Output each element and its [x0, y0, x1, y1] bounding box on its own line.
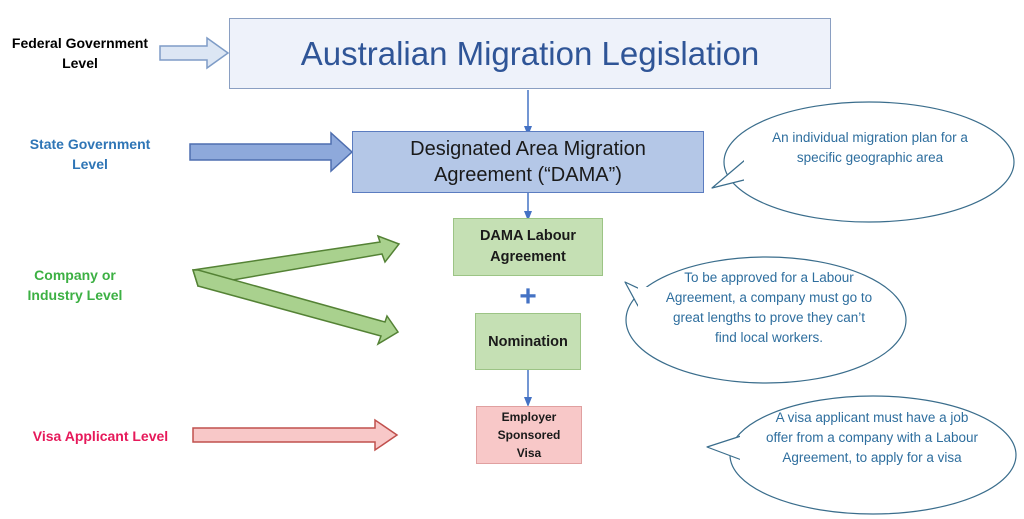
state-level-arrow	[189, 131, 354, 173]
bubble-labour-note	[624, 256, 907, 384]
employer-sponsored-visa-label: Employer Sponsored Visa	[497, 410, 561, 460]
bubble-visa-note	[706, 395, 1017, 515]
bubble-dama-note	[711, 101, 1015, 223]
federal-level-label: Federal Government Level	[11, 35, 149, 71]
nomination-box: Nomination	[475, 313, 581, 370]
legislation-box: Australian Migration Legislation	[229, 18, 831, 89]
company-level-label: Company or Industry Level	[27, 267, 123, 303]
legislation-title: Australian Migration Legislation	[300, 34, 760, 72]
federal-level-arrow	[159, 36, 230, 70]
visa-level-arrow	[192, 418, 399, 452]
nomination-label: Nomination	[488, 333, 568, 350]
labour-agreement-box: DAMA Labour Agreement	[453, 218, 603, 276]
visa-note-text: A visa applicant must have a job offer f…	[765, 410, 979, 465]
labour-note-text: To be approved for a Labour Agreement, a…	[665, 270, 873, 345]
employer-sponsored-visa-box: Employer Sponsored Visa	[476, 406, 582, 464]
dama-box: Designated Area Migration Agreement (“DA…	[352, 131, 704, 193]
state-level-label: State Government Level	[29, 136, 151, 172]
labour-agreement-label: DAMA Labour Agreement	[479, 228, 577, 265]
plus-sign: +	[519, 280, 537, 313]
company-level-arrow-down	[191, 269, 400, 346]
dama-note-text: An individual migration plan for a speci…	[772, 130, 968, 165]
dama-title: Designated Area Migration Agreement (“DA…	[410, 138, 646, 186]
visa-applicant-level-label: Visa Applicant Level	[32, 428, 169, 444]
